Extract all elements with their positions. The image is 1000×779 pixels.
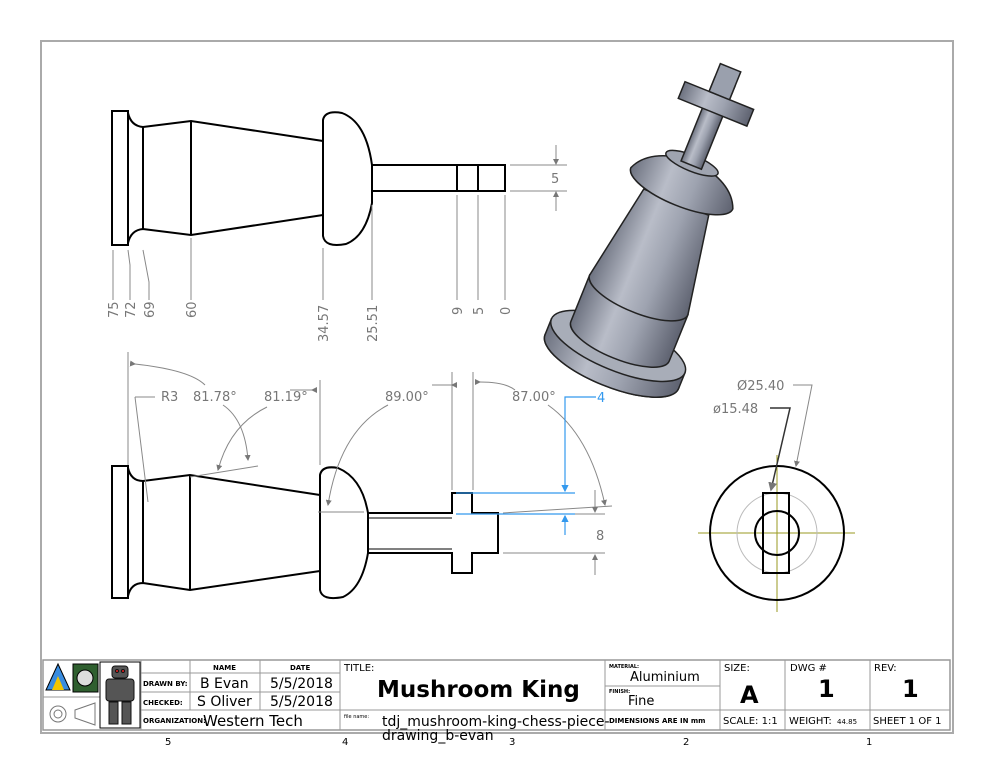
drawing-title: Mushroom King xyxy=(377,677,580,703)
weight-label: WEIGHT: xyxy=(789,716,832,727)
zone-number: 5 xyxy=(165,737,171,748)
bottom-view: R3 81.78° 81.19° 89.00° 87.00° 4 8 xyxy=(111,352,613,600)
radius-label: R3 xyxy=(161,390,178,405)
zone-number: 3 xyxy=(509,737,515,748)
outer-diameter-label: Ø25.40 xyxy=(737,379,784,394)
file-name-line1: tdj_mushroom-king-chess-piece- xyxy=(382,714,610,730)
ordinate-label: 72 xyxy=(124,301,139,318)
file-name-label: file name: xyxy=(344,714,369,720)
finish-value: Fine xyxy=(628,694,654,709)
zone-numbers: 5 4 3 2 1 xyxy=(165,737,872,748)
angle-label: 81.19° xyxy=(264,390,308,405)
title-label: TITLE: xyxy=(343,663,374,674)
dimensions-note: DIMENSIONS ARE IN mm xyxy=(609,717,705,725)
end-view: Ø25.40 ø15.48 xyxy=(698,379,855,612)
material-value: Aluminium xyxy=(630,670,700,685)
zone-number: 2 xyxy=(683,737,689,748)
size-value: A xyxy=(740,681,759,709)
ordinate-label: 60 xyxy=(185,301,200,318)
title-block: NAME DATE DRAWN BY: B Evan 5/5/2018 CHEC… xyxy=(42,659,951,744)
robot-mascot-logo xyxy=(105,665,135,725)
checked-label: CHECKED: xyxy=(143,699,183,707)
sheet-border xyxy=(40,40,954,734)
drawn-by-name: B Evan xyxy=(200,676,249,692)
organization-value: Western Tech xyxy=(203,712,303,730)
inner-diameter-label: ø15.48 xyxy=(713,402,758,417)
material-label: MATERIAL: xyxy=(609,664,639,670)
scale: SCALE: 1:1 xyxy=(723,716,778,727)
drawn-date: 5/5/2018 xyxy=(270,676,333,692)
size-label: SIZE: xyxy=(724,663,750,674)
height-dimension: 8 xyxy=(596,529,604,544)
ordinate-label: 69 xyxy=(143,301,158,318)
isometric-model-image xyxy=(543,62,755,398)
blue-dimension: 4 xyxy=(597,391,605,406)
file-name-line2: drawing_b-evan xyxy=(382,728,494,744)
projection-symbol xyxy=(49,702,96,726)
date-header: DATE xyxy=(290,664,310,672)
top-view: 75 72 69 60 34.57 25.51 9 5 0 5 xyxy=(107,110,567,342)
zone-number: 4 xyxy=(342,737,348,748)
checked-date: 5/5/2018 xyxy=(270,694,333,710)
width-dimension: 5 xyxy=(551,172,559,187)
ordinate-label: 75 xyxy=(107,301,122,318)
zone-number: 1 xyxy=(866,737,872,748)
angle-label: 87.00° xyxy=(512,390,556,405)
dwg-number: 1 xyxy=(818,675,835,703)
ordinate-label: 34.57 xyxy=(317,305,332,342)
angle-label: 81.78° xyxy=(193,390,237,405)
ordinate-label: 9 xyxy=(451,307,466,315)
dwg-label: DWG # xyxy=(790,663,827,674)
weight-value: 44.85 xyxy=(837,718,857,726)
sheet-number: SHEET 1 OF 1 xyxy=(873,716,942,727)
angle-label: 89.00° xyxy=(385,390,429,405)
rev-value: 1 xyxy=(902,675,919,703)
drawn-by-label: DRAWN BY: xyxy=(143,680,188,688)
name-header: NAME xyxy=(213,664,236,672)
ordinate-label: 0 xyxy=(499,307,514,315)
team-logo xyxy=(45,662,99,693)
finish-label: FINISH: xyxy=(609,689,630,695)
rev-label: REV: xyxy=(874,663,897,674)
ordinate-label: 5 xyxy=(472,307,487,315)
organization-label: ORGANIZATION: xyxy=(143,717,206,725)
ordinate-label: 25.51 xyxy=(366,305,381,342)
checked-by-name: S Oliver xyxy=(197,694,252,710)
